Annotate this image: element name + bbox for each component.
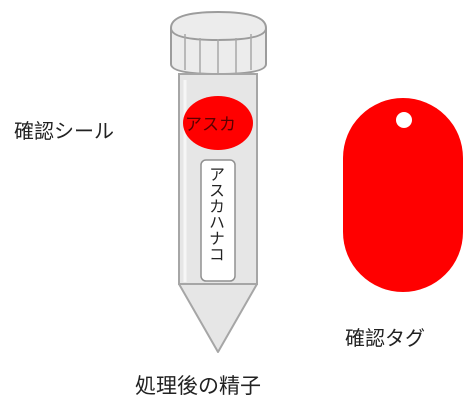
confirmation-tag [343,98,463,292]
confirmation-seal [183,96,253,150]
name-label-sticker [200,159,236,282]
tube-cap [170,10,267,76]
confirm-seal-label: 確認シール [14,119,114,143]
seal-text: アスカ [185,115,236,135]
tag-hole-icon [396,112,412,128]
caption: 処理後の精子 [135,374,261,398]
confirm-tag-label: 確認タグ [345,326,425,350]
name-label-text: アスカハナコ [206,166,225,262]
